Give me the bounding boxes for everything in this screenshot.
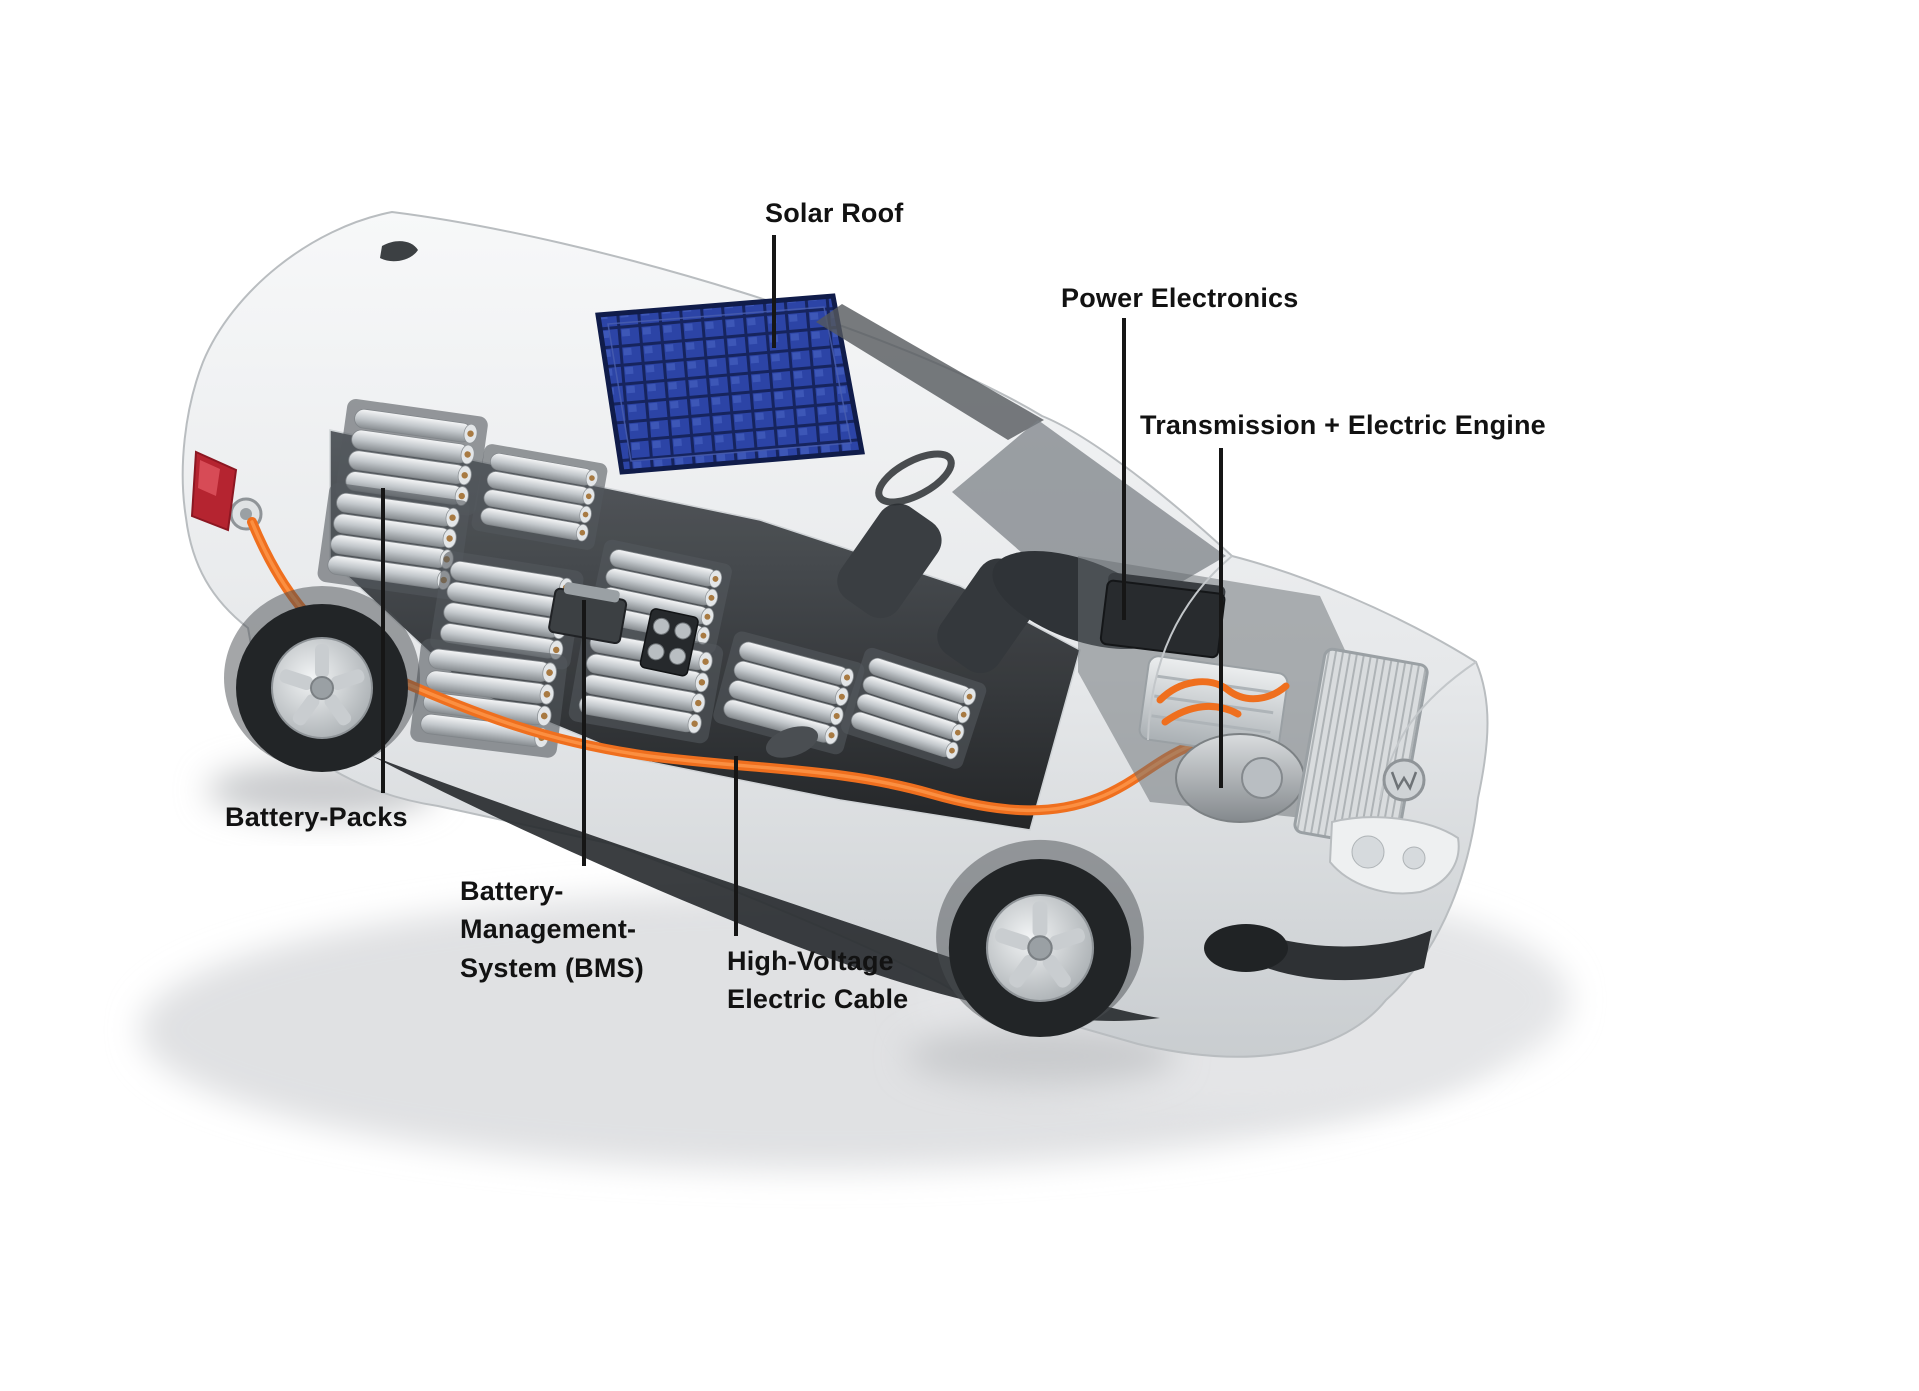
roof-antenna: [380, 241, 418, 262]
side-mirror: [765, 726, 819, 758]
power-electronics-unit: [1099, 572, 1226, 659]
solar-roof-panel: [595, 293, 865, 475]
label-transmission: Transmission + Electric Engine: [1140, 410, 1546, 440]
leader-line-solar-roof: [772, 235, 776, 348]
label-battery-packs: Battery-Packs: [225, 802, 408, 832]
far-front-wheel: [1204, 924, 1288, 972]
brand-badge: [1382, 758, 1426, 802]
console-cell-box: [639, 608, 699, 677]
leader-line-bms: [582, 600, 586, 866]
label-hv-cable: High-Voltage Electric Cable: [727, 946, 909, 1015]
side-window-glass: [816, 304, 1044, 440]
steering-wheel: [875, 450, 955, 506]
bms-unit: [548, 582, 628, 645]
taillight: [190, 450, 238, 532]
electric-motor: [1175, 733, 1305, 823]
label-bms: Battery- Management- System (BMS): [460, 876, 644, 983]
front-intake: [1248, 930, 1432, 981]
front-left-wheel: [936, 839, 1144, 1038]
leader-line-transmission: [1219, 448, 1223, 788]
leader-line-hv-cable: [734, 756, 738, 936]
label-solar-roof: Solar Roof: [765, 198, 904, 228]
label-power-electronics: Power Electronics: [1061, 283, 1299, 313]
engine-bay-cables: [1156, 678, 1290, 726]
rear-left-wheel: [224, 586, 420, 772]
leader-line-power-electronics: [1122, 318, 1126, 620]
headlight: [1328, 816, 1460, 895]
leader-line-battery-packs: [381, 488, 385, 793]
